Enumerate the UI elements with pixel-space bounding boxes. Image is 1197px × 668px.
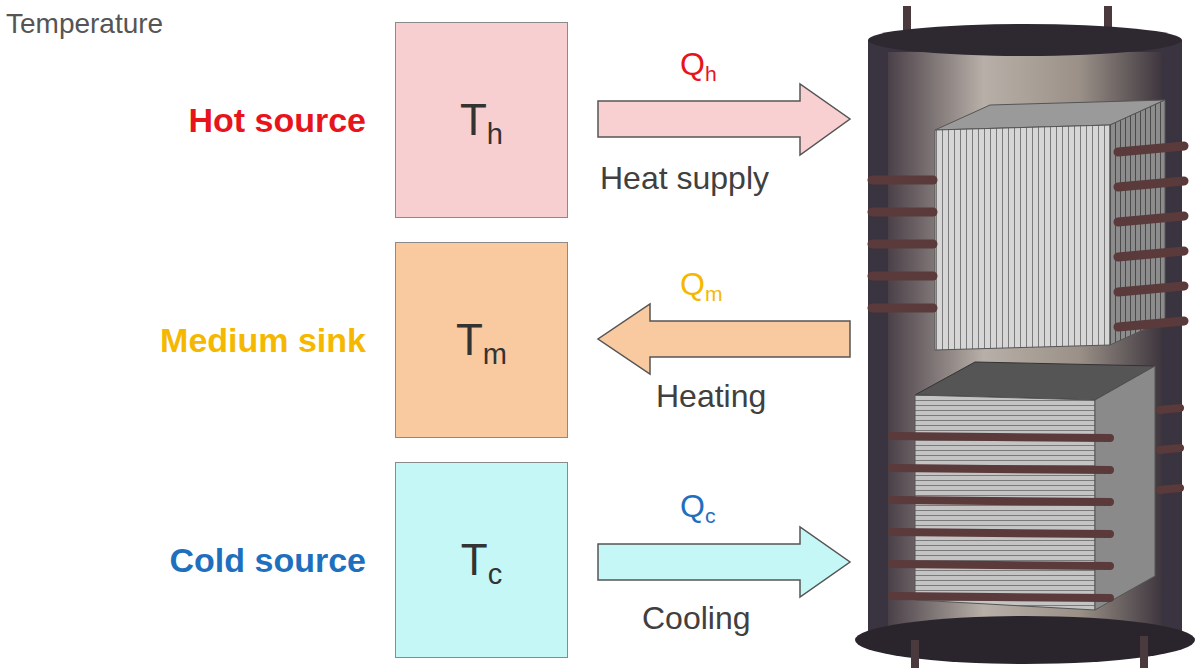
flow-label: Cooling (642, 600, 751, 637)
symbol-base: T (461, 535, 488, 584)
flow-label: Heat supply (600, 160, 769, 197)
temperature-symbol: Tc (461, 535, 502, 585)
symbol-base: Q (680, 46, 705, 82)
temperature-symbol: Th (460, 95, 503, 145)
temperature-symbol: Tm (456, 315, 507, 365)
source-heading: Cold source (170, 541, 366, 580)
symbol-base: Q (680, 488, 705, 524)
symbol-subscript: h (705, 62, 717, 85)
cooling-arrow (598, 527, 850, 597)
source-heading: Medium sink (160, 321, 366, 360)
symbol-subscript: m (483, 338, 507, 370)
symbol-subscript: c (488, 558, 503, 590)
symbol-subscript: m (705, 282, 723, 305)
heat-symbol: Qh (680, 46, 717, 83)
symbol-base: T (460, 95, 487, 144)
heat-symbol: Qc (680, 488, 715, 525)
temperature-box: Cold sourceTc (395, 462, 568, 658)
symbol-subscript: h (487, 118, 503, 150)
reactor-drawing (855, 6, 1195, 668)
source-heading: Hot source (188, 101, 366, 140)
heating-arrow (598, 304, 850, 374)
heat-supply-arrow (598, 84, 850, 155)
temperature-box: Hot sourceTh (395, 22, 568, 218)
axis-label: Temperature (6, 8, 163, 40)
symbol-base: Q (680, 266, 705, 302)
flow-label: Heating (656, 378, 766, 415)
symbol-subscript: c (705, 504, 716, 527)
symbol-base: T (456, 315, 483, 364)
temperature-box: Medium sinkTm (395, 242, 568, 438)
heat-symbol: Qm (680, 266, 722, 303)
